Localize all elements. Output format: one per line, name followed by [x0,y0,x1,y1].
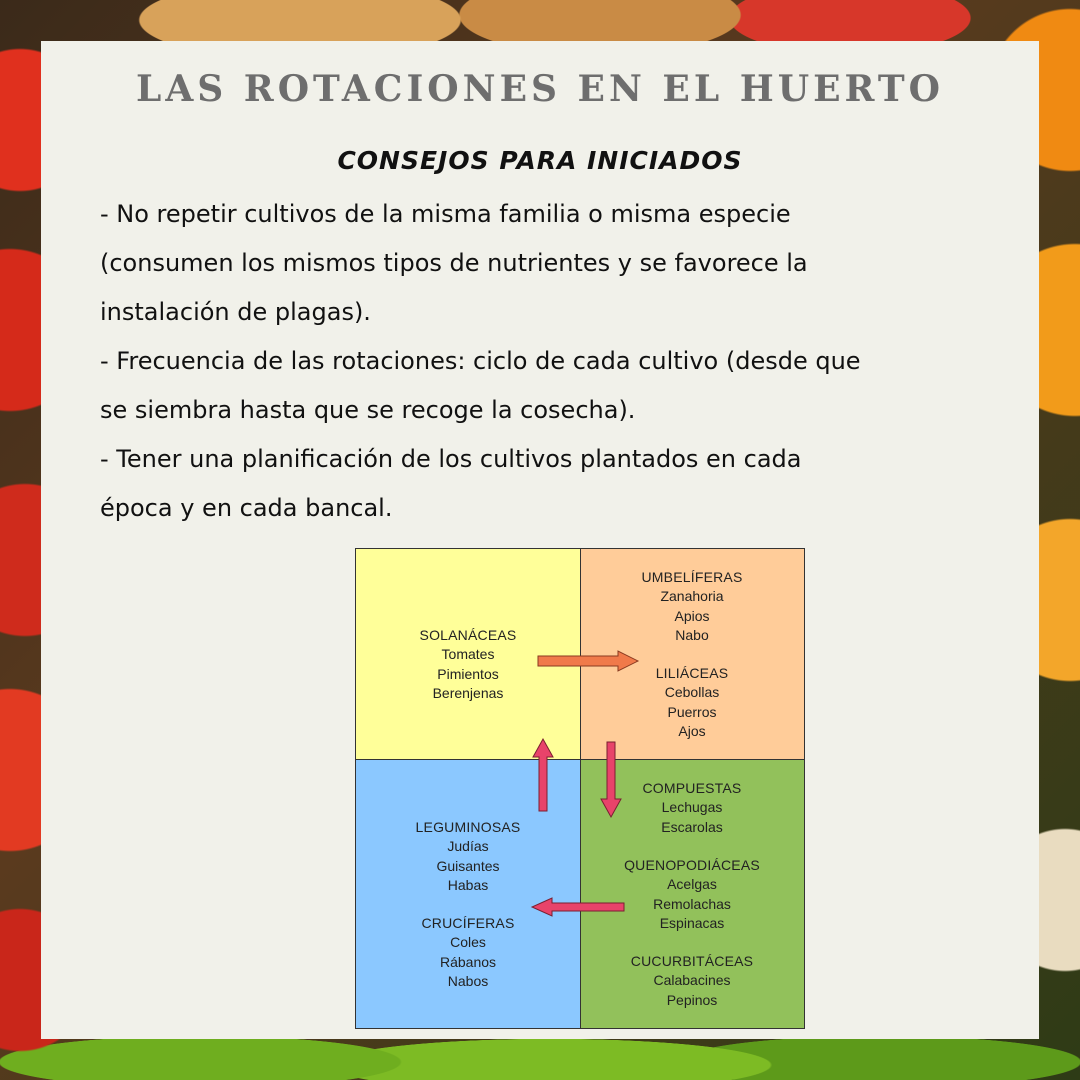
tip-line: - Tener una planificación de los cultivo… [100,445,802,473]
tip-line: (consumen los mismos tipos de nutrientes… [100,249,808,277]
crop-item: Escarolas [661,818,723,835]
arrow-left-icon [530,897,625,917]
arrow-up-icon [532,737,554,812]
family-name: LEGUMINOSAS [415,819,521,835]
crop-item: Judías [447,838,489,855]
rotation-diagram: SOLANÁCEAS Tomates Pimientos Berenjenas … [355,548,805,1029]
crop-item: Remolachas [653,895,731,912]
quadrant-solanaceas: SOLANÁCEAS Tomates Pimientos Berenjenas [356,549,581,760]
crop-item: Nabos [447,972,489,989]
arrow-down-icon [600,741,622,819]
crop-item: Ajos [678,722,706,739]
crop-item: Habas [447,876,489,893]
tip-line: instalación de plagas). [100,298,371,326]
family-name: LILIÁCEAS [655,665,729,681]
group-cucurbitaceas: CUCURBITÁCEAS Calabacines Pepinos [592,952,792,1010]
crop-item: Tomates [441,646,495,663]
tip-line: - No repetir cultivos de la misma famili… [100,200,791,228]
rotation-arrows [530,650,640,917]
crop-item: Puerros [667,703,717,720]
tip-line: época y en cada bancal. [100,494,393,522]
group-cruciferas: CRUCÍFERAS Coles Rábanos Nabos [368,914,568,991]
family-name: COMPUESTAS [642,780,742,796]
group-compuestas: COMPUESTAS Lechugas Escarolas [592,779,792,837]
crop-item: Nabo [675,626,709,643]
page-title: LAS ROTACIONES EN EL HUERTO [136,68,944,110]
family-name: CRUCÍFERAS [421,915,515,931]
group-umbeliferas: UMBELÍFERAS Zanahoria Apios Nabo [592,568,792,645]
crop-item: Rábanos [439,953,497,970]
tip-line: - Frecuencia de las rotaciones: ciclo de… [100,347,861,375]
crop-item: Zanahoria [660,588,724,605]
family-name: UMBELÍFERAS [641,569,743,585]
page-subtitle: CONSEJOS PARA INICIADOS [337,146,743,175]
family-name: SOLANÁCEAS [419,627,517,643]
family-name: QUENOPODIÁCEAS [624,857,760,873]
crop-item: Berenjenas [432,684,504,701]
tip-line: se siembra hasta que se recoge la cosech… [100,396,636,424]
group-liliaceas: LILIÁCEAS Cebollas Puerros Ajos [592,664,792,741]
crop-item: Pimientos [437,665,499,682]
quadrant-leguminosas-cruciferas: LEGUMINOSAS Judías Guisantes Habas CRUCÍ… [356,760,581,1028]
crop-item: Espinacas [659,914,725,931]
arrow-right-icon [537,650,640,672]
crop-item: Acelgas [667,876,717,893]
family-name: CUCURBITÁCEAS [630,953,754,969]
crop-item: Lechugas [661,799,723,816]
crop-item: Calabacines [653,972,731,989]
crop-item: Guisantes [436,857,500,874]
group-solanaceas: SOLANÁCEAS Tomates Pimientos Berenjenas [368,626,568,703]
crop-item: Cebollas [664,684,720,701]
crop-item: Apios [674,607,710,624]
group-leguminosas: LEGUMINOSAS Judías Guisantes Habas [368,818,568,895]
crop-item: Pepinos [666,991,718,1008]
tips-text: - No repetir cultivos de la misma famili… [100,190,1000,533]
group-quenopodiaceas: QUENOPODIÁCEAS Acelgas Remolachas Espina… [592,856,792,933]
crop-item: Coles [450,934,486,951]
